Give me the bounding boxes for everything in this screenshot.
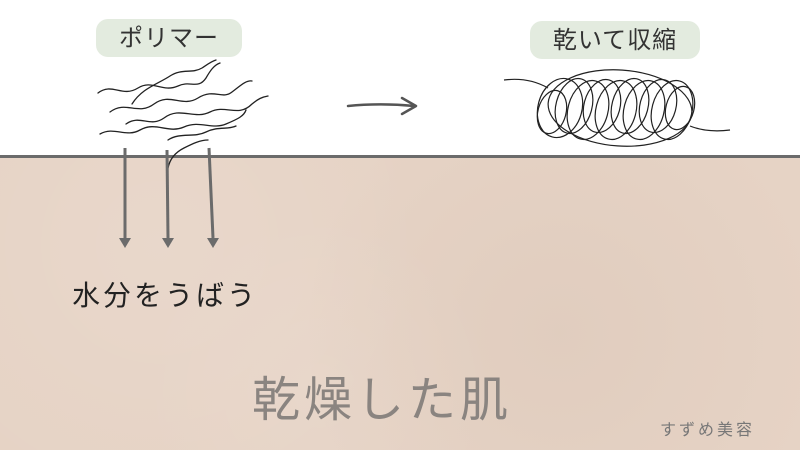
arrow-down-icon xyxy=(207,147,215,239)
arrow-right-icon xyxy=(346,96,418,116)
polymer-label: ポリマー xyxy=(96,19,242,57)
absorption-arrows xyxy=(119,147,219,248)
skin-surface-line xyxy=(0,155,800,158)
arrow-down-icon xyxy=(165,149,170,239)
dry-skin-label: 乾燥した肌 xyxy=(252,372,513,428)
skin-area xyxy=(0,157,800,450)
dried-shrink-label: 乾いて収縮 xyxy=(530,21,700,59)
coil-icon xyxy=(503,69,731,147)
credit-label: すずめ美容 xyxy=(660,420,756,439)
polymer-strands-icon xyxy=(97,59,269,169)
absorb-moisture-label: 水分をうばう xyxy=(72,279,259,312)
